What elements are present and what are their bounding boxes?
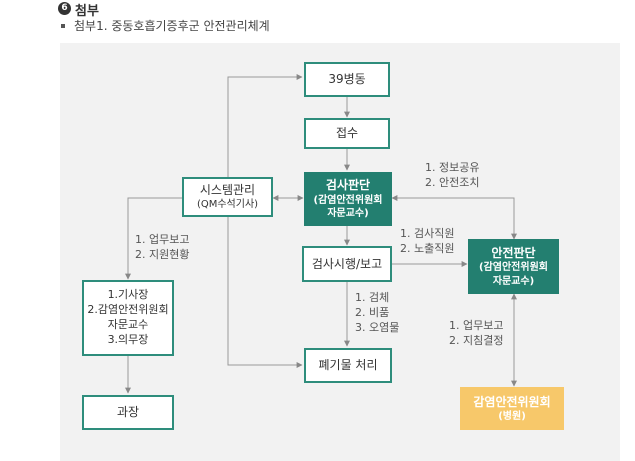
node-building-39-label: 39병동 (328, 72, 366, 87)
node-test-decision: 검사판단 (감염안전위원회 자문교수) (304, 172, 392, 226)
node-system-title: 시스템관리 (199, 183, 256, 198)
attachment-title: 첨부1. 중동호흡기증후군 안전관리체계 (74, 19, 270, 33)
label-report-system: 1. 업무보고 2. 지원현황 (135, 232, 189, 262)
node-reception: 접수 (304, 118, 390, 149)
label-specimen-3: 3. 오염물 (355, 321, 400, 334)
node-test-report-label: 검사시행/보고 (311, 256, 383, 271)
node-infection-committee: 감염안전위원회 (병원) (460, 387, 564, 430)
section-number-badge: 6 (58, 2, 71, 15)
edge-test-decision-safety (391, 195, 517, 240)
node-roles-line1: 1.기사장 (107, 288, 149, 302)
node-disposal-label: 폐기물 처리 (318, 358, 378, 373)
node-roles: 1.기사장 2.감염안전위원회 자문교수 3.의무장 (82, 280, 174, 356)
node-reception-label: 접수 (335, 126, 359, 141)
label-info-share-1: 1. 정보공유 (425, 161, 480, 174)
node-safety-decision-sub2: 자문교수) (492, 275, 535, 287)
label-report-system-1: 1. 업무보고 (135, 233, 190, 246)
label-specimen-1: 1. 검체 (355, 291, 390, 304)
bullet-icon (61, 24, 65, 28)
label-inspection-1: 1. 검사직원 (400, 227, 455, 240)
node-section-chief-label: 과장 (116, 405, 140, 420)
label-report-system-2: 2. 지원현황 (135, 248, 190, 261)
label-inspection-2: 2. 노출직원 (400, 242, 455, 255)
node-disposal: 폐기물 처리 (304, 348, 392, 383)
label-report-safety: 1. 업무보고 2. 지침결정 (449, 318, 503, 348)
node-roles-line3: 자문교수 (107, 318, 149, 331)
node-test-decision-title: 검사판단 (325, 178, 371, 193)
edge-system-to-roles (125, 197, 182, 280)
node-system-management: 시스템관리 (QM수석기사) (182, 177, 273, 217)
section-title: 첨부 (75, 4, 99, 19)
node-safety-decision-title: 안전판단 (491, 245, 536, 260)
node-roles-line2: 2.감염안전위원회 (87, 303, 169, 317)
label-inspection: 1. 검사직원 2. 노출직원 (400, 226, 454, 256)
node-roles-line4: 3.의무장 (107, 332, 149, 346)
label-info-share-2: 2. 안전조치 (425, 176, 480, 189)
label-info-share: 1. 정보공유 2. 안전조치 (425, 160, 479, 190)
label-specimen-2: 2. 비품 (355, 306, 390, 319)
node-safety-decision: 안전판단 (감염안전위원회 자문교수) (468, 239, 559, 294)
label-report-safety-2: 2. 지침결정 (449, 334, 504, 347)
node-system-sub: (QM수석기사) (196, 199, 259, 211)
node-section-chief: 과장 (82, 395, 174, 430)
node-safety-decision-sub1: (감염안전위원회 (479, 262, 548, 274)
label-specimen: 1. 검체 2. 비품 3. 오염물 (355, 290, 399, 335)
edge-system-to-building (227, 74, 303, 177)
node-test-decision-sub2: 자문교수) (327, 208, 369, 220)
node-committee-sub: (병원) (498, 410, 526, 422)
node-building-39: 39병동 (304, 62, 390, 97)
node-test-report: 검사시행/보고 (302, 246, 392, 282)
node-test-decision-sub1: (감염안전위원회 (313, 194, 383, 206)
edge-system-to-disposal (227, 216, 303, 368)
label-report-safety-1: 1. 업무보고 (449, 319, 504, 332)
node-committee-title: 감염안전위원회 (473, 394, 551, 409)
